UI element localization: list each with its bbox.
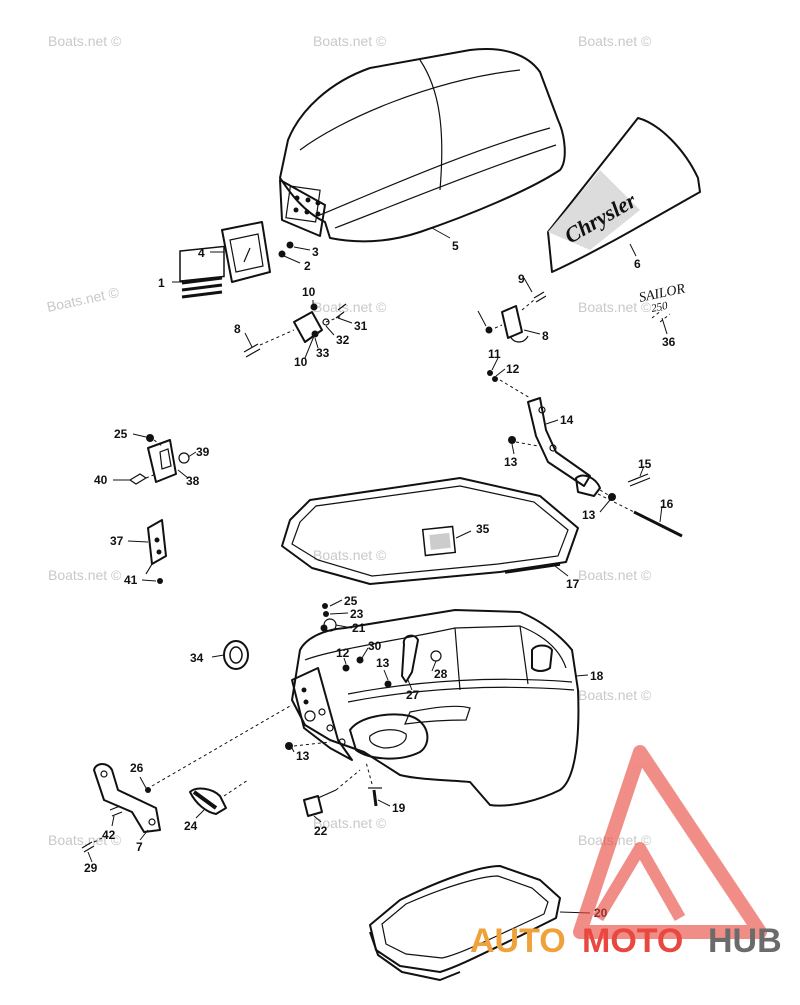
watermark: Boats.net © [313, 33, 387, 49]
callout-4: 4 [198, 246, 205, 260]
callout-13-bottom: 13 [296, 749, 310, 763]
watermark: Boats.net © [313, 547, 387, 563]
callout-25-upper: 25 [114, 427, 128, 441]
callout-5: 5 [452, 239, 459, 253]
callout-13-lower: 13 [376, 656, 390, 670]
latch-bracket-left [243, 303, 347, 358]
callout-8-right: 8 [542, 329, 549, 343]
callout-40: 40 [94, 473, 108, 487]
callout-42: 42 [102, 828, 116, 842]
callout-numbers: 1 2 3 4 5 6 8 9 10 8 31 32 33 10 36 11 1… [84, 239, 676, 920]
callout-28: 28 [434, 667, 448, 681]
callout-29: 29 [84, 861, 98, 875]
chrysler-decal: Chrysler [547, 117, 701, 273]
callout-36: 36 [662, 335, 676, 349]
callout-30: 30 [368, 639, 382, 653]
lower-cowl [291, 603, 580, 807]
callout-32: 32 [336, 333, 350, 347]
callout-2: 2 [304, 259, 311, 273]
bottom-seal [369, 865, 561, 981]
callout-33: 33 [316, 346, 330, 360]
callout-24: 24 [184, 819, 198, 833]
decal-model-number: 250 [650, 300, 669, 315]
callout-11: 11 [488, 347, 501, 361]
callout-7: 7 [136, 840, 143, 854]
callout-37: 37 [110, 534, 124, 548]
callout-17: 17 [566, 577, 580, 591]
top-cowl [279, 48, 566, 243]
sailor-decal: SAILOR 250 [638, 281, 687, 323]
automotohub-logo [573, 745, 767, 939]
leader-lines [87, 227, 668, 914]
seal-pad [421, 525, 457, 557]
callout-22: 22 [314, 824, 328, 838]
primer-knob [189, 779, 249, 815]
callout-6: 6 [634, 257, 641, 271]
callout-16: 16 [660, 497, 674, 511]
latch-bracket-right [485, 291, 547, 343]
side-bracket-upper [128, 434, 190, 485]
callout-12-lower: 12 [336, 646, 350, 660]
watermark: Boats.net © [48, 832, 122, 848]
watermark: Boats.net © [313, 815, 387, 831]
fitting [303, 769, 361, 817]
watermark: Boats.net © [48, 33, 122, 49]
emblem-frame [221, 221, 271, 283]
callout-21: 21 [352, 621, 366, 635]
callout-35: 35 [476, 522, 490, 536]
watermark: Boats.net © [578, 33, 652, 49]
callout-26: 26 [130, 761, 144, 775]
callout-25-lower: 25 [344, 594, 358, 608]
side-bracket-lower [145, 519, 167, 584]
callout-13-upper: 13 [504, 455, 518, 469]
callout-34: 34 [190, 651, 204, 665]
callout-1: 1 [158, 276, 165, 290]
callout-10-upper: 10 [302, 285, 316, 299]
callout-12: 12 [506, 362, 520, 376]
logo-text-auto: AUTO [470, 922, 566, 960]
automotohub-wordmark: AUTO MOTO HUB [470, 922, 782, 960]
callout-9: 9 [518, 272, 525, 286]
callout-19: 19 [392, 801, 406, 815]
cowl-seal [281, 477, 579, 585]
grommet [223, 640, 249, 670]
callout-10-lower: 10 [294, 355, 308, 369]
callout-15: 15 [638, 457, 652, 471]
watermark: Boats.net © [48, 567, 122, 583]
logo-text-moto: MOTO [582, 922, 683, 960]
callout-41: 41 [124, 573, 138, 587]
callout-13-mid: 13 [582, 508, 596, 522]
emblem-plate [179, 245, 225, 299]
callout-18: 18 [590, 669, 604, 683]
callout-27: 27 [406, 688, 420, 702]
watermark: Boats.net © [578, 567, 652, 583]
callout-31: 31 [354, 319, 368, 333]
watermark: Boats.net © [578, 687, 652, 703]
mount-bracket [81, 763, 161, 853]
latch-lever [487, 370, 683, 538]
watermark: Boats.net © [45, 284, 121, 315]
watermark: Boats.net © [578, 299, 652, 315]
callout-3: 3 [312, 245, 319, 259]
callout-8-left: 8 [234, 322, 241, 336]
callout-38: 38 [186, 474, 200, 488]
logo-text-hub: HUB [708, 922, 782, 960]
callout-39: 39 [196, 445, 210, 459]
callout-23: 23 [350, 607, 364, 621]
callout-14: 14 [560, 413, 574, 427]
screw [365, 761, 382, 807]
watermarks: Boats.net © Boats.net © Boats.net © Boat… [45, 33, 652, 848]
watermark: Boats.net © [313, 299, 387, 315]
